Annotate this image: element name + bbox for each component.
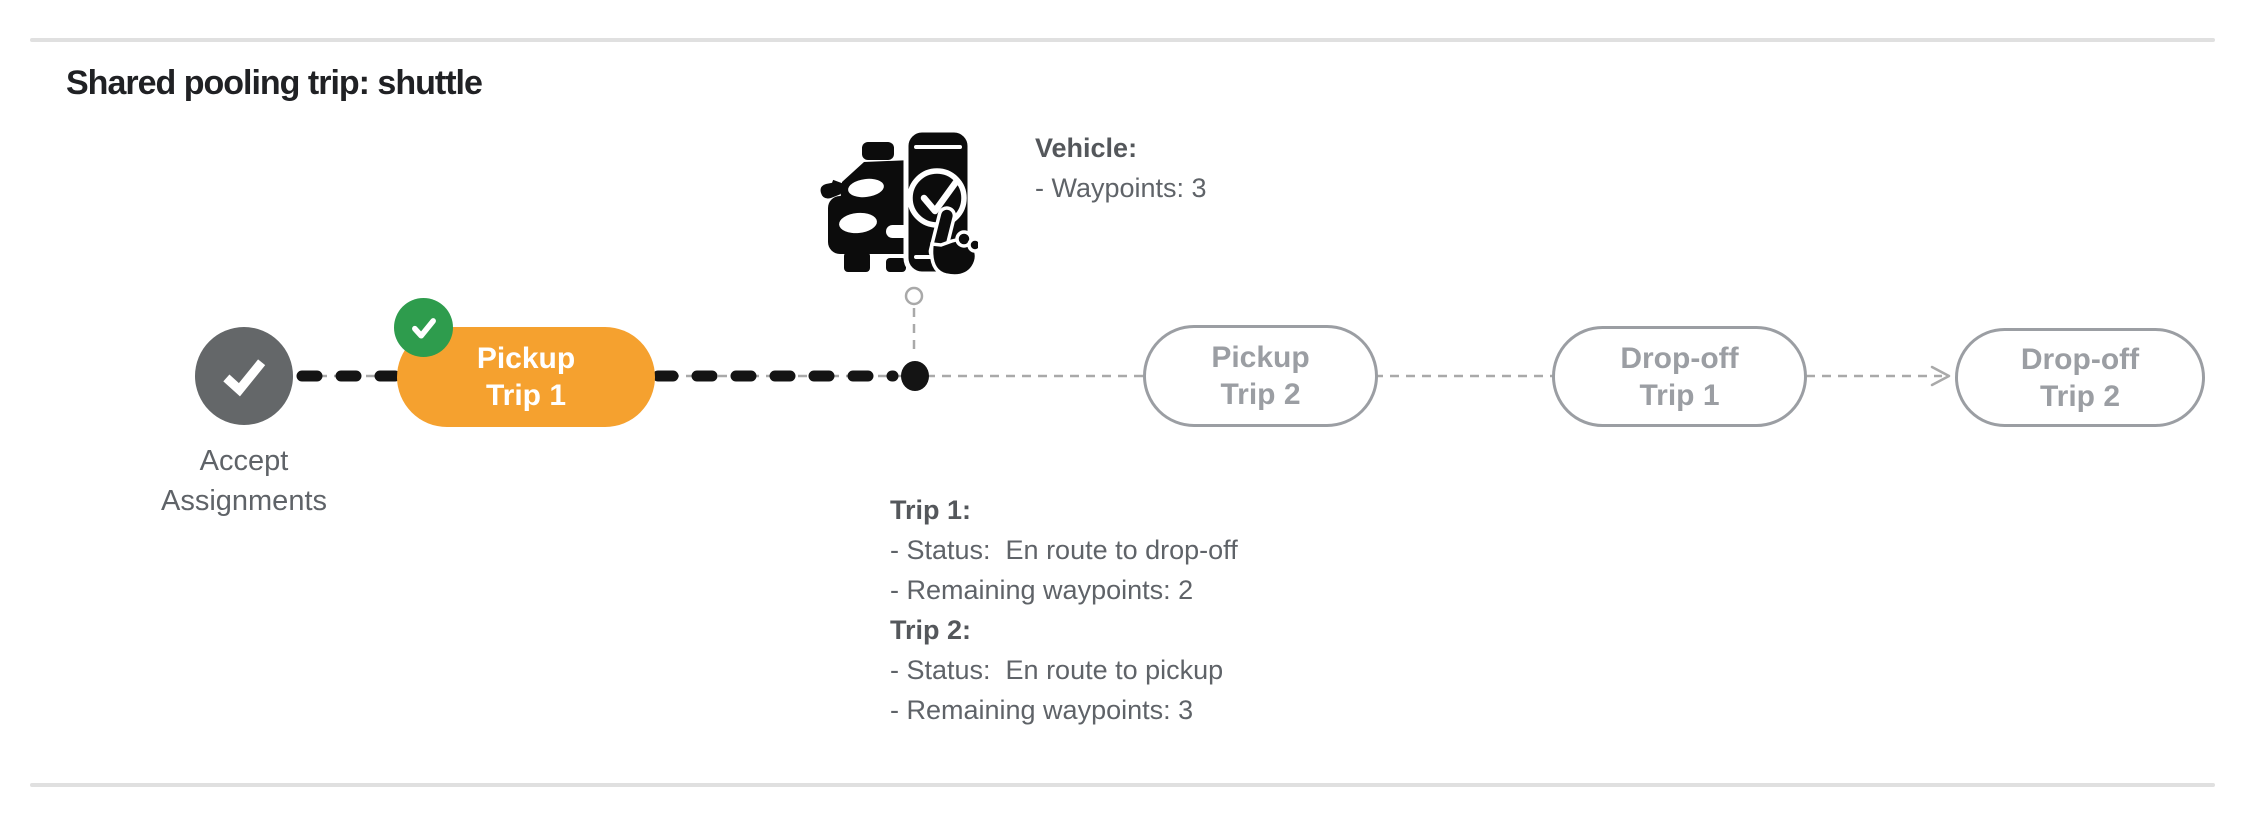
trip2-status-line: - Status: En route to pickup <box>890 655 1224 685</box>
autonomous-car-phone-confirm-icon <box>818 118 983 286</box>
trip2-waypoints-line: - Remaining waypoints: 3 <box>890 695 1194 725</box>
accept-assignments-node <box>195 327 293 425</box>
vehicle-waypoints-line: - Waypoints: 3 <box>1035 173 1207 203</box>
trip1-waypoints-line: - Remaining waypoints: 2 <box>890 575 1194 605</box>
vehicle-anchor-circle <box>904 286 924 306</box>
trip1-heading: Trip 1: <box>890 495 972 525</box>
bottom-divider <box>30 783 2215 787</box>
arrow-right-icon <box>1930 365 1951 387</box>
accept-assignments-label: Accept Assignments <box>160 445 327 517</box>
trip-info-block: Trip 1: - Status: En route to drop-off -… <box>890 490 1238 730</box>
trip1-status-line: - Status: En route to drop-off <box>890 535 1238 565</box>
timeline-node-dropoff-trip-1: Drop-off Trip 1 <box>1552 326 1807 427</box>
trip2-heading: Trip 2: <box>890 615 972 645</box>
vehicle-info-block: Vehicle: - Waypoints: 3 <box>1035 128 1207 208</box>
check-icon <box>223 359 266 397</box>
page-title: Shared pooling trip: shuttle <box>66 64 483 102</box>
vehicle-info-heading: Vehicle: <box>1035 133 1138 163</box>
timeline-node-dropoff-trip-2: Drop-off Trip 2 <box>1955 328 2205 427</box>
timeline-node-pickup-trip-2: Pickup Trip 2 <box>1143 325 1378 427</box>
check-badge-icon <box>394 298 453 357</box>
top-divider <box>30 38 2215 42</box>
current-position-dot <box>901 361 929 391</box>
